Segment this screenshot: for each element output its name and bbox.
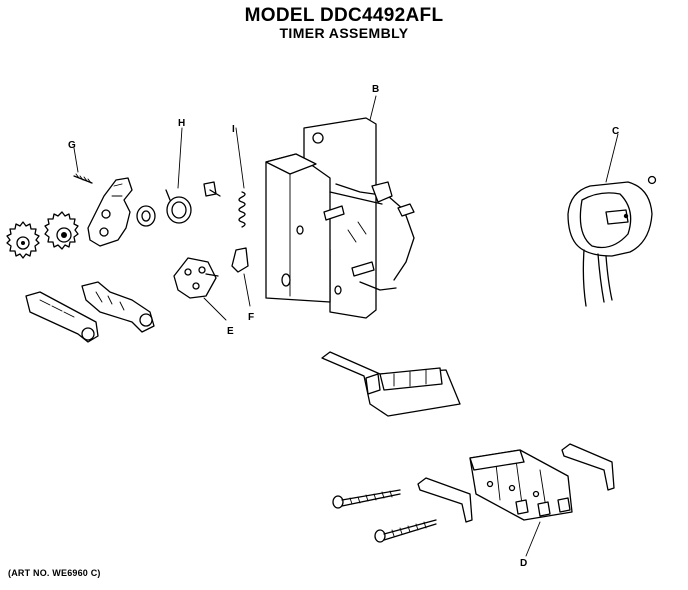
small-gear-left: [6, 221, 40, 259]
callout-h: H: [178, 118, 185, 129]
part-i-spring: [235, 127, 246, 228]
art-number: (ART NO. WE6960 C): [8, 568, 101, 578]
small-bracket-right: [561, 443, 615, 491]
small-gear-right: [44, 211, 79, 250]
callout-c: C: [612, 126, 619, 137]
callout-i: I: [232, 124, 235, 135]
part-f-clip: [231, 247, 251, 307]
part-b-main-bracket: [265, 95, 415, 319]
callout-g: G: [68, 140, 76, 151]
small-bracket-left: [417, 477, 473, 523]
callout-b: B: [372, 84, 379, 95]
callout-e: E: [227, 326, 234, 337]
diagram-title: MODEL DDC4492AFL: [244, 5, 444, 26]
callout-d: D: [520, 558, 527, 569]
bushing-washer: [136, 205, 156, 227]
slider-arm-front: [25, 291, 99, 343]
switch-mount-plate: [321, 351, 461, 417]
part-d-switch-block: [469, 449, 573, 557]
part-e-cam-hub: [173, 257, 227, 321]
part-g-pin: [73, 147, 93, 184]
part-h-spring-clip: [165, 127, 192, 224]
small-screw: [203, 181, 221, 197]
cam-lever-plate: [87, 177, 133, 247]
diagram-subtitle: TIMER ASSEMBLY: [279, 25, 409, 41]
slider-arm-back: [81, 281, 155, 333]
screw-upper: [332, 489, 401, 509]
callout-f: F: [248, 312, 254, 323]
screw-lower: [374, 519, 437, 543]
part-c-timer-motor: [567, 133, 657, 307]
